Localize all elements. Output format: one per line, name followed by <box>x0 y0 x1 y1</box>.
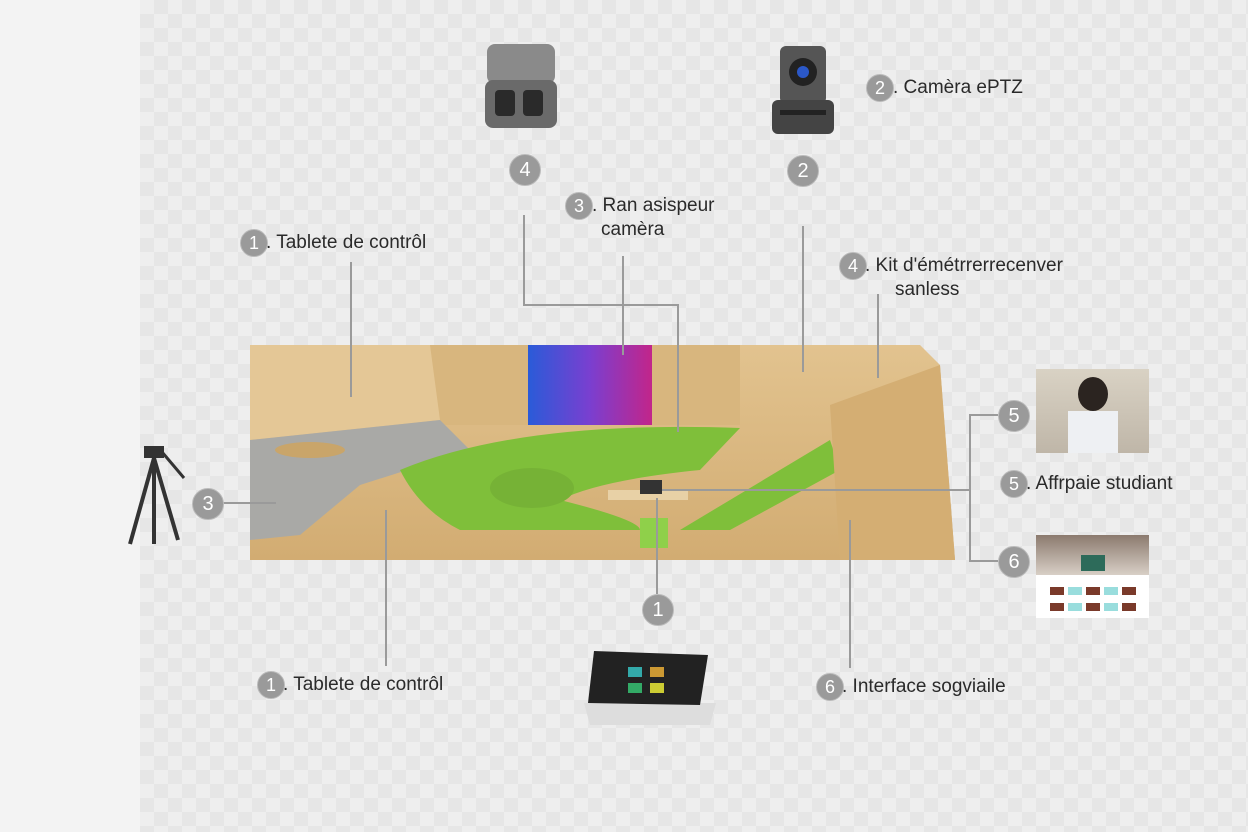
software-interface-image <box>1036 535 1149 618</box>
control-tablet-image <box>584 651 716 725</box>
badge-3: 3 <box>192 488 224 520</box>
label-wireless-kit-line2: sanless <box>895 279 960 300</box>
green-carpet <box>400 426 740 530</box>
ptz-camera-image <box>772 46 834 134</box>
label-student-display: . Affrpaie studiant <box>1026 473 1173 494</box>
student-display-image <box>1036 369 1149 453</box>
label-wireless-kit-line1: . Kit d'émétrrerrecenver <box>865 255 1063 276</box>
badge-1: 1 <box>642 594 674 626</box>
green-strip <box>680 440 840 530</box>
label-control-tablet-top: . Tablete de contrôl <box>266 232 427 253</box>
badge-4: 4 <box>509 154 541 186</box>
label-badge: 4 <box>839 252 867 280</box>
label-control-tablet-bottom: . Tablete de contrôl <box>283 674 444 695</box>
badge-5: 5 <box>998 400 1030 432</box>
right-wall <box>830 365 955 560</box>
label-camera-tracker-line1: . Ran asispeur <box>592 195 715 216</box>
badge-6: 6 <box>998 546 1030 578</box>
wireless-mic-kit-image <box>485 44 557 128</box>
label-badge: 1 <box>257 671 285 699</box>
label-software-interface: . Interface sogviaile <box>842 676 1006 697</box>
background-strip <box>0 0 140 832</box>
green-pouf <box>490 468 574 508</box>
left-wall <box>250 345 440 440</box>
label-badge: 6 <box>816 673 844 701</box>
badge-2: 2 <box>787 155 819 187</box>
label-badge: 3 <box>565 192 593 220</box>
label-badge: 5 <box>1000 470 1028 498</box>
display-screen <box>528 345 652 425</box>
label-badge: 1 <box>240 229 268 257</box>
tripod-image <box>128 446 186 545</box>
label-camera-tracker-line2: camèra <box>601 219 665 240</box>
label-ptz-camera: . Camèra ePTZ <box>893 77 1023 98</box>
label-badge: 2 <box>866 74 894 102</box>
